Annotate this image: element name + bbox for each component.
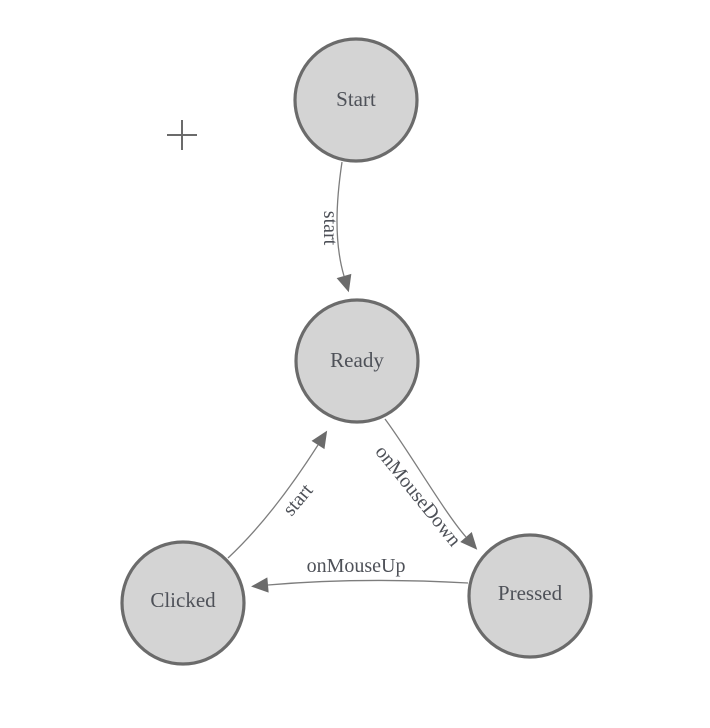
state-label: Start [336, 87, 376, 111]
state-circle[interactable] [294, 298, 420, 424]
crosshair-cursor-icon [167, 120, 197, 150]
transition-pressed-to-clicked[interactable]: onMouseUp [251, 555, 469, 593]
transition-label: onMouseDown [371, 441, 466, 551]
state-circle[interactable] [467, 533, 593, 659]
state-circle[interactable] [120, 540, 246, 666]
state-label: Ready [330, 348, 384, 372]
transition-ready-to-pressed[interactable]: onMouseDown [371, 418, 478, 551]
transition-path[interactable] [384, 418, 478, 550]
transition-start-to-ready[interactable]: start [319, 161, 352, 293]
transition-path[interactable] [336, 161, 352, 293]
state-node-pressed[interactable]: Pressed [467, 533, 593, 659]
state-circle[interactable] [293, 37, 419, 163]
state-label: Pressed [498, 581, 563, 605]
state-node-start[interactable]: Start [293, 37, 419, 163]
transition-label: onMouseUp [307, 555, 406, 577]
transition-path[interactable] [251, 577, 469, 593]
transition-clicked-to-ready[interactable]: start [227, 430, 328, 559]
state-node-clicked[interactable]: Clicked [120, 540, 246, 666]
transition-label: start [279, 479, 318, 520]
transition-label: start [319, 211, 341, 246]
transition-path[interactable] [227, 430, 328, 559]
state-label: Clicked [150, 588, 216, 612]
state-node-ready[interactable]: Ready [294, 298, 420, 424]
